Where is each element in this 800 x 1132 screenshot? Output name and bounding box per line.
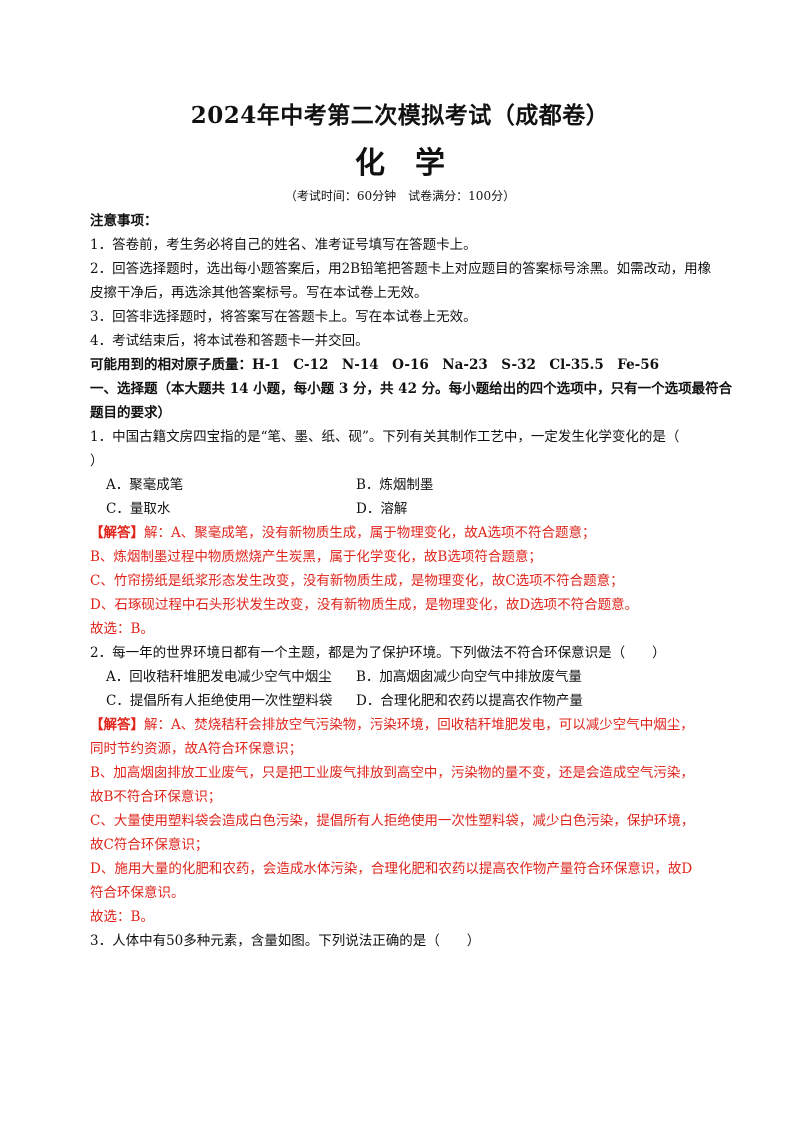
q1-stem-cont: ） bbox=[90, 453, 104, 469]
q2-answer-line: 故选：B。 bbox=[90, 909, 154, 925]
q2-answer-line: 故C符合环保意识； bbox=[90, 837, 209, 853]
note-item: 1．答卷前，考生务必将自己的姓名、准考证号填写在答题卡上。 bbox=[90, 237, 477, 253]
section-heading: 一、选择题（本大题共 14 小题，每小题 3 分，共 42 分。每小题给出的四个… bbox=[90, 381, 733, 397]
note-item: 4．考试结束后，将本试卷和答题卡一并交回。 bbox=[90, 333, 369, 349]
q1-answer-line: D、石琢砚过程中石头形状发生改变，没有新物质生成，是物理变化，故D选项不符合题意… bbox=[90, 597, 639, 613]
q1-answer-text: 解：A、聚毫成笔，没有新物质生成，属于物理变化，故A选项不符合题意； bbox=[144, 525, 596, 541]
q2-answer-line: 【解答】解：A、焚烧秸秆会排放空气污染物，污染环境，回收秸秆堆肥发电，可以减少空… bbox=[90, 716, 730, 734]
q2-answer-text: 解：A、焚烧秸秆会排放空气污染物，污染环境，回收秸秆堆肥发电，可以减少空气中烟尘… bbox=[144, 717, 694, 733]
q2-answer-line: 同时节约资源，故A符合环保意识； bbox=[90, 741, 303, 757]
q2-answer-line: 符合环保意识。 bbox=[90, 885, 185, 901]
q1-option-a: A．聚毫成笔 bbox=[106, 477, 184, 493]
q2-option-b: B．加高烟囱减少向空气中排放废气量 bbox=[356, 669, 582, 685]
note-item: 皮擦干净后，再选涂其他答案标号。写在本试卷上无效。 bbox=[90, 285, 428, 301]
q2-answer-line: 故B不符合环保意识； bbox=[90, 789, 222, 805]
q2-option-d: D．合理化肥和农药以提高农作物产量 bbox=[356, 693, 583, 709]
q2-option-a: A．回收秸秆堆肥发电减少空气中烟尘 bbox=[106, 669, 332, 685]
notes-heading: 注意事项： bbox=[90, 213, 158, 229]
q1-option-c: C．量取水 bbox=[106, 501, 171, 517]
q1-answer-line: C、竹帘捞纸是纸浆形态发生改变，没有新物质生成，是物理变化，故C选项不符合题意； bbox=[90, 573, 624, 589]
q2-answer-line: C、大量使用塑料袋会造成白色污染，提倡所有人拒绝使用一次性塑料袋，减少白色污染，… bbox=[90, 813, 695, 829]
answer-tag: 【解答】 bbox=[90, 717, 144, 733]
atomic-masses: 可能用到的相对原子质量：H-1 C-12 N-14 O-16 Na-23 S-3… bbox=[90, 357, 660, 373]
q1-answer-line: B、炼烟制墨过程中物质燃烧产生炭黑，属于化学变化，故B选项符合题意； bbox=[90, 549, 542, 565]
exam-meta: （考试时间：60分钟 试卷满分：100分） bbox=[284, 189, 516, 203]
q1-stem: 1．中国古籍文房四宝指的是“笔、墨、纸、砚”。下列有关其制作工艺中，一定发生化学… bbox=[90, 429, 680, 445]
q1-option-d: D．溶解 bbox=[356, 501, 408, 517]
q2-stem: 2．每一年的世界环境日都有一个主题，都是为了保护环境。下列做法不符合环保意识是（… bbox=[90, 645, 666, 661]
q1-option-b: B．炼烟制墨 bbox=[356, 477, 434, 493]
section-heading-cont: 题目的要求） bbox=[90, 405, 171, 421]
q1-answer-line: 【解答】解：A、聚毫成笔，没有新物质生成，属于物理变化，故A选项不符合题意； bbox=[90, 524, 730, 542]
note-item: 3．回答非选择题时，将答案写在答题卡上。写在本试卷上无效。 bbox=[90, 309, 477, 325]
q2-answer-line: B、加高烟囱排放工业废气，只是把工业废气排放到高空中，污染物的量不变，还是会造成… bbox=[90, 765, 694, 781]
q1-answer-line: 故选：B。 bbox=[90, 621, 154, 637]
q2-answer-line: D、施用大量的化肥和农药，会造成水体污染，合理化肥和农药以提高农作物产量符合环保… bbox=[90, 861, 693, 877]
subject-title: 化学 bbox=[355, 146, 475, 181]
q2-option-c: C．提倡所有人拒绝使用一次性塑料袋 bbox=[106, 693, 333, 709]
q3-stem: 3．人体中有50多种元素，含量如图。下列说法正确的是（ ） bbox=[90, 933, 481, 949]
note-item: 2．回答选择题时，选出每小题答案后，用2B铅笔把答题卡上对应题目的答案标号涂黑。… bbox=[90, 261, 712, 277]
exam-title: 2024年中考第二次模拟考试（成都卷） bbox=[190, 102, 610, 129]
answer-tag: 【解答】 bbox=[90, 525, 144, 541]
